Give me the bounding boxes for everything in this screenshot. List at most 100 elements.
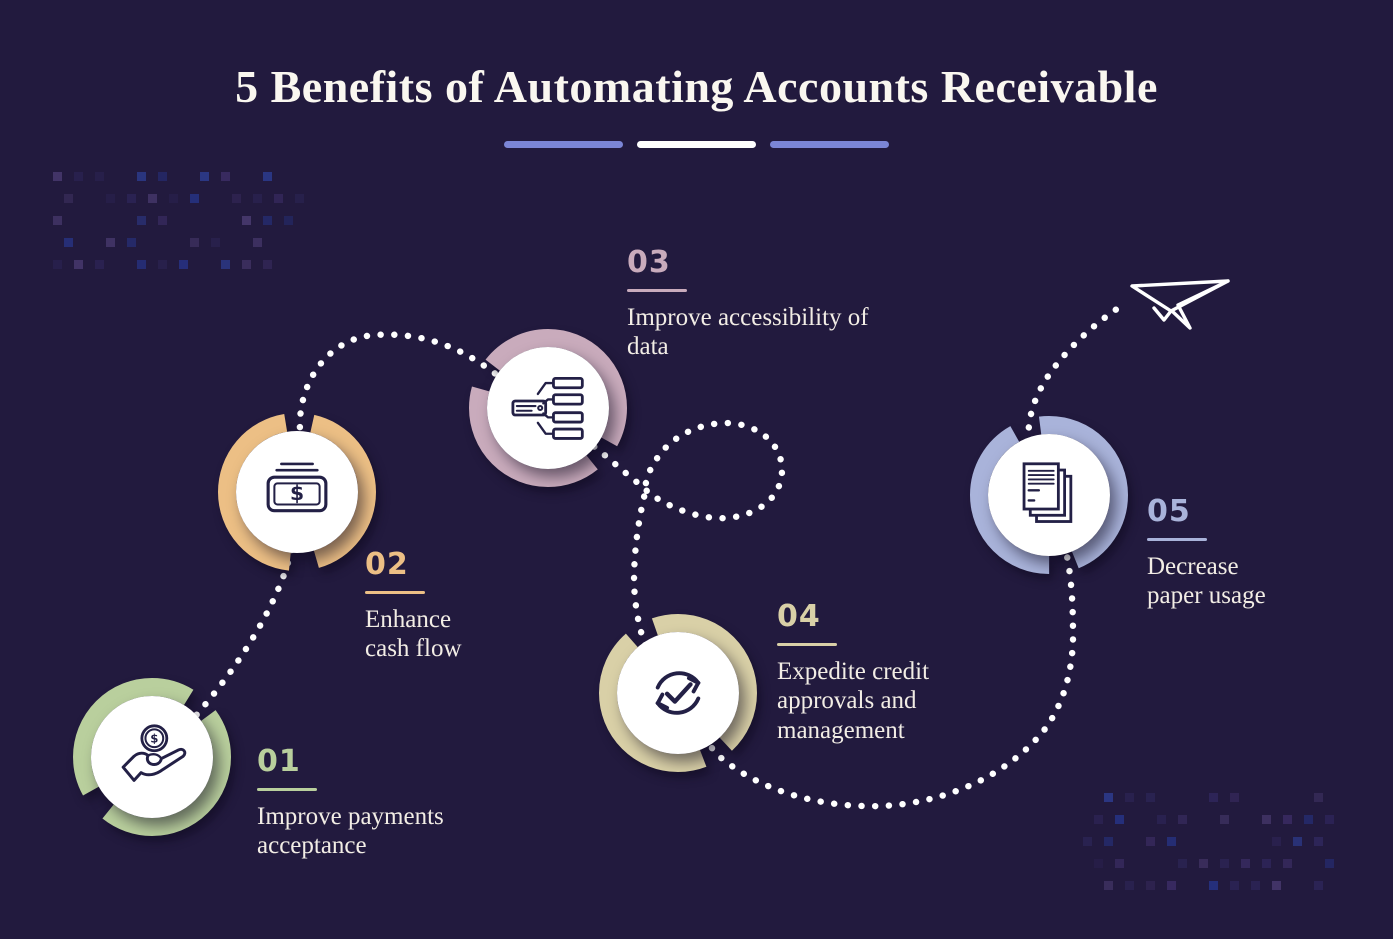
page-title: 5 Benefits of Automating Accounts Receiv… [235,61,1158,112]
pixel-square [95,260,104,269]
benefit-underline-5 [1147,538,1207,541]
title-divider [0,141,1393,148]
pixel-square [200,172,209,181]
pixel-square [190,238,199,247]
benefit-circle-3 [463,323,633,493]
data-server-icon [511,376,584,440]
pixel-square [1104,881,1113,890]
benefit-underline-1 [257,788,317,791]
pixel-square [127,238,136,247]
pixel-square [1146,881,1155,890]
benefit-disc-2: $ [236,431,358,553]
pixel-square [1209,793,1218,802]
pixel-square [211,238,220,247]
divider-dash-left [504,141,623,148]
pixel-square [1230,881,1239,890]
pixel-square [263,172,272,181]
pixel-square [295,194,304,203]
pixel-square [263,216,272,225]
pixel-square [1262,815,1271,824]
pixel-square [158,172,167,181]
pixel-square [1094,859,1103,868]
benefit-circle-2: $ [212,407,382,577]
pixel-square [1125,793,1134,802]
pixel-square [1157,815,1166,824]
pixel-square [137,172,146,181]
pixel-square [1272,837,1281,846]
pixel-square [190,194,199,203]
pixel-square [1083,837,1092,846]
pixel-square [169,194,178,203]
pixel-square [1104,837,1113,846]
pixel-square [1104,793,1113,802]
pixel-square [137,216,146,225]
pixel-square [1283,815,1292,824]
pixel-square [179,260,188,269]
benefit-ring-2 [218,413,376,571]
benefit-label-5: Decrease paper usage [1147,552,1266,610]
pixel-square [1272,881,1281,890]
pixel-square [274,194,283,203]
pixel-square [1220,859,1229,868]
pixel-square [64,238,73,247]
pixel-square [1230,793,1239,802]
pixel-square [242,216,251,225]
pixel-square [106,238,115,247]
documents-icon [1022,462,1073,523]
benefit-text-5: 05 Decrease paper usage [1147,497,1297,611]
benefit-number-2: 02 [365,547,409,582]
pixel-square [221,260,230,269]
pixel-square [64,194,73,203]
pixel-square [253,194,262,203]
pixel-square [1199,859,1208,868]
pixel-square [1146,837,1155,846]
benefit-disc-1: $ [91,696,213,818]
pixel-square [253,238,262,247]
hand-coin-icon: $ [121,724,187,782]
pixel-square [1209,881,1218,890]
pixel-square [284,216,293,225]
pixel-square [1146,793,1155,802]
pixel-square [1251,881,1260,890]
benefit-circle-5 [964,410,1134,580]
benefit-number-3: 03 [627,245,671,280]
pixel-square [1167,881,1176,890]
pixel-square [1241,859,1250,868]
svg-text:$: $ [290,481,304,505]
benefit-ring-1 [73,678,231,836]
pixel-square [1178,859,1187,868]
benefit-text-4: 04 Expedite credit approvals and managem… [777,602,962,745]
pixel-grid-decoration-bottom-right [1083,793,1348,908]
pixel-square [53,172,62,181]
pixel-square [221,172,230,181]
benefit-circle-1: $ [67,672,237,842]
pixel-square [263,260,272,269]
benefit-text-2: 02 Enhance cash flow [365,550,500,664]
benefit-circle-4 [593,608,763,778]
benefit-label-2: Enhance cash flow [365,605,462,663]
pixel-square [1314,881,1323,890]
pixel-square [1314,793,1323,802]
pixel-square [1283,859,1292,868]
benefit-disc-5 [988,434,1110,556]
pixel-square [158,216,167,225]
benefit-number-4: 04 [777,599,821,634]
svg-text:$: $ [150,732,158,746]
benefit-ring-5 [970,416,1128,574]
pixel-square [232,194,241,203]
pixel-square [1325,815,1334,824]
pixel-square [1314,837,1323,846]
benefit-underline-3 [627,289,687,292]
pixel-square [137,260,146,269]
pixel-square [148,194,157,203]
pixel-square [242,260,251,269]
benefit-underline-4 [777,643,837,646]
pixel-square [1178,815,1187,824]
pixel-square [1115,859,1124,868]
divider-dash-right [770,141,889,148]
pixel-square [106,194,115,203]
banknote-icon: $ [266,462,328,513]
benefit-text-1: 01 Improve payments acceptance [257,747,472,861]
